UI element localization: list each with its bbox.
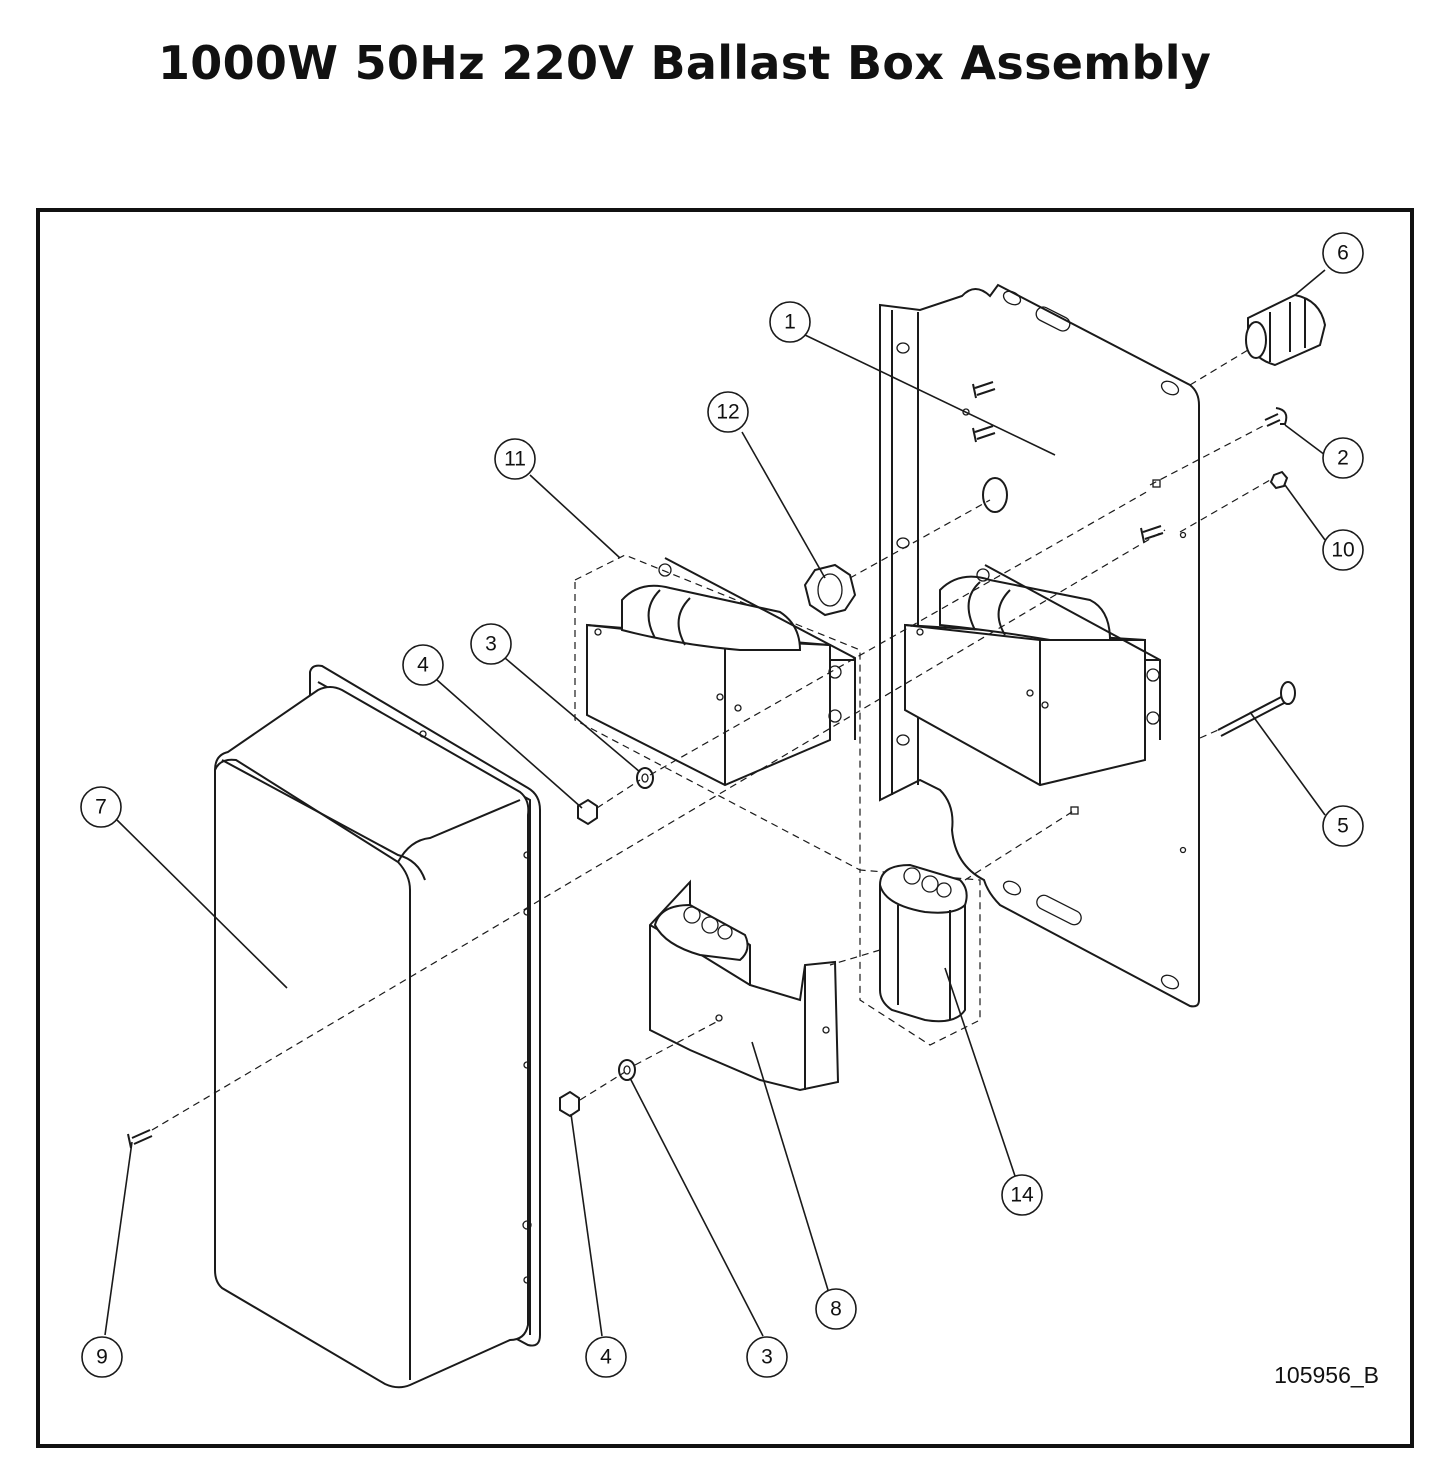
callout-3-top: 3	[470, 623, 512, 665]
callout-10: 10	[1322, 529, 1364, 571]
ballast-mounted	[904, 564, 1161, 787]
drawing-frame	[36, 208, 1414, 1448]
svg-text:3: 3	[761, 1346, 773, 1369]
enclosure-cover	[214, 664, 541, 1389]
callout-14: 14	[1001, 1174, 1043, 1216]
svg-text:12: 12	[716, 401, 739, 424]
ballast-kit	[574, 554, 981, 1046]
nut-4-top	[577, 798, 598, 826]
cord-grip	[1245, 293, 1327, 367]
svg-text:1: 1	[784, 311, 796, 334]
svg-text:9: 9	[96, 1346, 108, 1369]
svg-text:6: 6	[1337, 242, 1349, 265]
washer-3-top	[636, 767, 654, 789]
callout-4-top: 4	[402, 644, 444, 686]
svg-text:14: 14	[1010, 1184, 1034, 1207]
callout-8: 8	[815, 1288, 857, 1330]
drawing-number: 105956_B	[1274, 1362, 1379, 1388]
capacitor-bracket	[649, 879, 840, 1092]
svg-text:4: 4	[600, 1346, 612, 1369]
svg-text:3: 3	[485, 633, 497, 656]
bolt-5	[1217, 681, 1296, 737]
grommet-12	[803, 563, 857, 617]
callout-3-bottom: 3	[746, 1336, 788, 1378]
callout-11: 11	[494, 438, 536, 480]
screw-2	[1264, 407, 1288, 427]
leader-lines	[104, 269, 1326, 1337]
callout-7: 7	[80, 786, 122, 828]
nut-10	[1269, 470, 1289, 490]
capacitor	[879, 863, 968, 1023]
assembly-paths	[151, 349, 1271, 1131]
svg-text:2: 2	[1337, 447, 1349, 470]
nut-4-bottom	[559, 1090, 580, 1118]
svg-text:5: 5	[1337, 815, 1349, 838]
callout-4-bottom: 4	[585, 1336, 627, 1378]
callout-2: 2	[1322, 437, 1364, 479]
svg-text:11: 11	[504, 448, 526, 471]
svg-text:7: 7	[95, 796, 107, 819]
svg-text:8: 8	[830, 1298, 842, 1321]
svg-text:4: 4	[417, 654, 429, 677]
callout-12: 12	[707, 391, 749, 433]
callout-9: 9	[81, 1336, 123, 1378]
callout-5: 5	[1322, 805, 1364, 847]
screw-9	[127, 1129, 153, 1149]
washer-3-bottom	[618, 1059, 636, 1081]
page-title: 1000W 50Hz 220V Ballast Box Assembly	[158, 36, 1212, 90]
svg-text:10: 10	[1331, 539, 1354, 562]
callout-6: 6	[1322, 232, 1364, 274]
callout-1: 1	[769, 301, 811, 343]
